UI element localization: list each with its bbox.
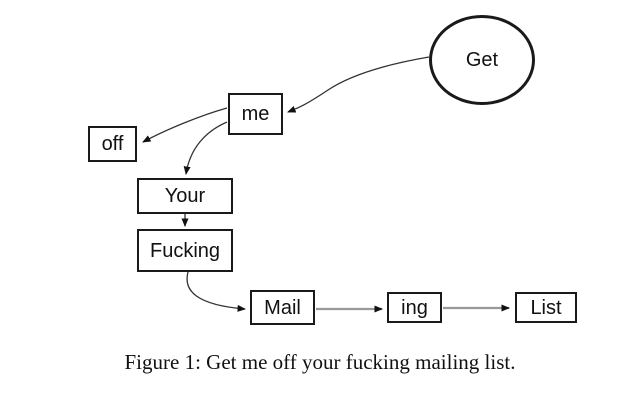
- node-me-label: me: [241, 103, 270, 125]
- edge-get-to-me: [287, 56, 430, 113]
- node-your-label: Your: [164, 185, 206, 207]
- node-ing: ing: [387, 292, 442, 323]
- node-me: me: [228, 93, 283, 135]
- node-get: Get: [429, 15, 535, 105]
- node-off-label: off: [101, 133, 124, 155]
- node-fucking-label: Fucking: [149, 239, 221, 262]
- edge-me-to-off: [142, 107, 228, 143]
- edge-me-to-your: [183, 121, 228, 175]
- node-mail: Mail: [250, 290, 315, 325]
- node-get-label: Get: [465, 49, 499, 71]
- node-your: Your: [137, 178, 233, 214]
- node-off: off: [88, 126, 137, 162]
- node-list-label: List: [530, 296, 562, 319]
- node-ing-label: ing: [401, 296, 428, 319]
- node-fucking: Fucking: [137, 229, 233, 272]
- node-list: List: [515, 292, 577, 323]
- edge-fucking-to-mail: [186, 271, 246, 312]
- node-mail-label: Mail: [264, 296, 301, 319]
- figure-caption: Figure 1: Get me off your fucking mailin…: [124, 350, 516, 374]
